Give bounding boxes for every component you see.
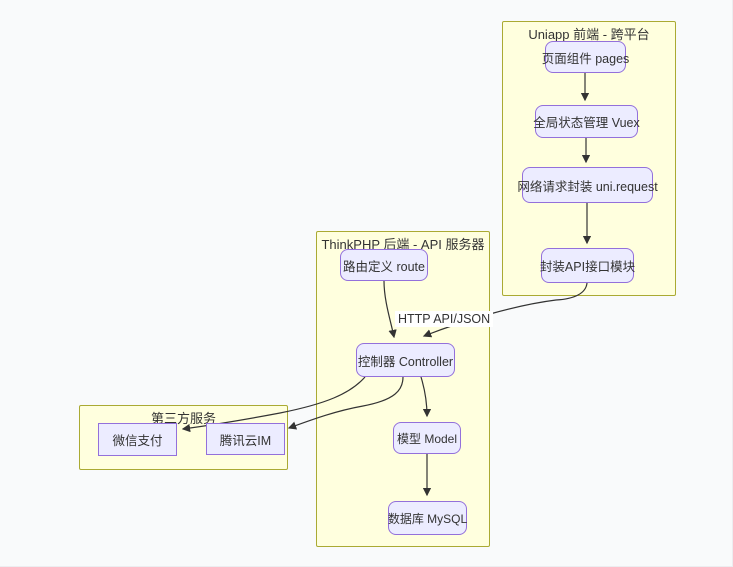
node-api-module: 封装API接口模块	[540, 248, 635, 283]
node-vuex: 全局状态管理 Vuex	[533, 105, 640, 138]
node-wechat-pay: 微信支付	[98, 423, 177, 456]
edge-controller-tencentim	[287, 376, 404, 430]
group-thirdparty-title: 第三方服务	[150, 411, 216, 426]
edge-controller-wechatpay	[181, 376, 366, 433]
node-mysql: 数据库 MySQL	[388, 501, 467, 535]
node-pages: 页面组件 pages	[542, 41, 629, 73]
node-model: 模型 Model	[393, 422, 461, 454]
node-tencent-im: 腾讯云IM	[206, 423, 285, 455]
node-controller: 控制器 Controller	[356, 343, 455, 377]
edge-route-controller	[383, 280, 397, 339]
edge-apimodule-controller	[422, 282, 588, 338]
edge-controller-model	[420, 376, 432, 418]
node-uni-request: 网络请求封装 uni.request	[517, 167, 658, 203]
group-thinkphp-backend: ThinkPHP 后端 - API 服务器	[316, 231, 490, 547]
group-uniapp-title: Uniapp 前端 - 跨平台	[528, 27, 650, 42]
node-route: 路由定义 route	[340, 249, 428, 281]
edge-label-http-api-json: HTTP API/JSON	[395, 311, 494, 327]
group-thinkphp-title: ThinkPHP 后端 - API 服务器	[321, 237, 485, 252]
